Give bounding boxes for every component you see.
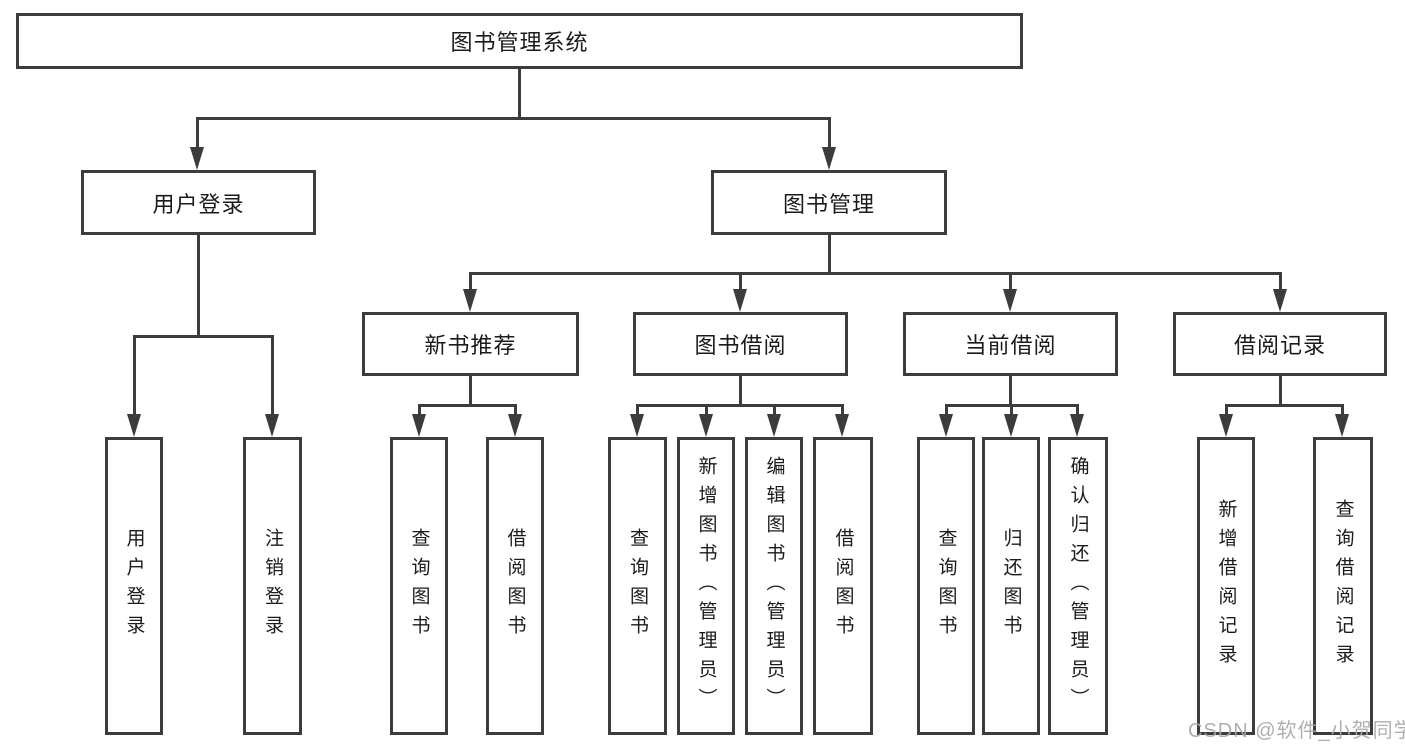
leaf-cu-confirm-return-admin: 确认归还（管理员） (1048, 437, 1108, 735)
arrowhead-bw-query (630, 414, 644, 437)
edge-records-trunk (1279, 375, 1282, 406)
arrowhead-records (1273, 289, 1287, 312)
leaf-cu-query-books: 查询图书 (917, 437, 975, 735)
leaf-label: 借阅图书 (504, 528, 526, 644)
arrowhead-new-books (463, 289, 477, 312)
edge-root-trunk (518, 69, 521, 119)
arrowhead-bw-borrow (835, 414, 849, 437)
arrowhead-cu-confirm (1070, 414, 1084, 437)
edge-user-login-trunk (197, 235, 200, 337)
node-label: 新书推荐 (424, 333, 517, 358)
edge-book-mgmt-branch (469, 272, 1282, 275)
arrowhead-cu-return (1004, 414, 1018, 437)
leaf-nb-query-books: 查询图书 (390, 437, 448, 735)
arrowhead-user-login (190, 147, 204, 170)
edge-stub-logout (271, 335, 274, 416)
leaf-cu-return-books: 归还图书 (982, 437, 1040, 735)
arrowhead-bw-add (699, 414, 713, 437)
edge-stub-current (1009, 272, 1012, 291)
leaf-logout: 注销登录 (243, 437, 302, 735)
node-label: 用户登录 (152, 191, 245, 217)
edge-stub-cu-return (1010, 404, 1013, 416)
edge-stub-user-login (196, 117, 199, 149)
arrowhead-rc-query (1335, 414, 1349, 437)
leaf-bw-add-books-admin: 新增图书（管理员） (677, 437, 735, 735)
leaf-bw-query-books: 查询图书 (608, 437, 667, 735)
node-library-management-system: 图书管理系统 (16, 13, 1023, 69)
edge-stub-login (133, 335, 136, 416)
leaf-label: 确认归还（管理员） (1067, 455, 1089, 717)
edge-stub-new-books (469, 272, 472, 291)
edge-user-login-branch (133, 335, 274, 338)
edge-stub-bw-add (705, 404, 708, 416)
arrowhead-rc-add (1219, 414, 1233, 437)
leaf-bw-borrow-books: 借阅图书 (813, 437, 873, 735)
edge-stub-nb-query (418, 404, 421, 416)
edge-book-mgmt-trunk (828, 235, 831, 274)
edge-new-books-branch (418, 404, 517, 407)
node-current-borrow: 当前借阅 (903, 312, 1118, 376)
arrowhead-login (127, 414, 141, 437)
leaf-rc-query-record: 查询借阅记录 (1313, 437, 1373, 735)
leaf-label: 编辑图书（管理员） (763, 455, 785, 717)
leaf-label: 查询图书 (627, 528, 648, 644)
leaf-label: 新增借阅记录 (1215, 499, 1237, 673)
node-book-management: 图书管理 (711, 170, 947, 235)
node-label: 当前借阅 (964, 333, 1057, 358)
edge-stub-records (1279, 272, 1282, 291)
edge-stub-book-mgmt (828, 117, 831, 149)
node-book-borrow: 图书借阅 (633, 312, 848, 376)
leaf-label: 用户登录 (123, 528, 145, 644)
arrowhead-cu-query (939, 414, 953, 437)
arrowhead-nb-query (412, 414, 426, 437)
node-borrow-records: 借阅记录 (1173, 312, 1387, 376)
node-label: 借阅记录 (1233, 333, 1326, 358)
leaf-bw-edit-books-admin: 编辑图书（管理员） (745, 437, 803, 735)
leaf-user-login: 用户登录 (105, 437, 163, 735)
leaf-label: 注销登录 (262, 528, 283, 644)
edge-stub-bw-borrow (841, 404, 844, 416)
leaf-label: 借阅图书 (832, 528, 854, 644)
edge-new-books-trunk (469, 375, 472, 406)
csdn-watermark: CSDN @软件_小贺同学 (1188, 720, 1405, 742)
leaf-nb-borrow-books: 借阅图书 (486, 437, 544, 735)
leaf-label: 新增图书（管理员） (695, 455, 717, 717)
edge-borrow-trunk (739, 375, 742, 406)
node-user-login: 用户登录 (81, 170, 316, 235)
edge-stub-cu-query (945, 404, 948, 416)
arrowhead-bw-edit (767, 414, 781, 437)
arrowhead-book-mgmt (822, 147, 836, 170)
edge-stub-rc-query (1341, 404, 1344, 416)
node-label: 图书借阅 (694, 333, 787, 358)
edge-stub-rc-add (1225, 404, 1228, 416)
leaf-rc-add-record: 新增借阅记录 (1197, 437, 1255, 735)
node-label: 图书管理系统 (450, 30, 589, 55)
arrowhead-nb-borrow (508, 414, 522, 437)
leaf-label: 查询借阅记录 (1332, 499, 1354, 673)
edge-root-branch (196, 117, 831, 120)
arrowhead-current (1003, 289, 1017, 312)
edge-stub-nb-borrow (514, 404, 517, 416)
edge-borrow-branch (636, 404, 844, 407)
edge-stub-cu-confirm (1076, 404, 1079, 416)
leaf-label: 查询图书 (935, 528, 957, 644)
node-new-book-recommend: 新书推荐 (362, 312, 579, 376)
edge-stub-borrow (739, 272, 742, 291)
edge-current-trunk (1009, 375, 1012, 406)
edge-records-branch (1225, 404, 1344, 407)
arrowhead-borrow (733, 289, 747, 312)
edge-stub-bw-edit (773, 404, 776, 416)
leaf-label: 归还图书 (1000, 528, 1022, 644)
leaf-label: 查询图书 (408, 528, 430, 644)
arrowhead-logout (265, 414, 279, 437)
node-label: 图书管理 (782, 191, 875, 217)
edge-stub-bw-query (636, 404, 639, 416)
